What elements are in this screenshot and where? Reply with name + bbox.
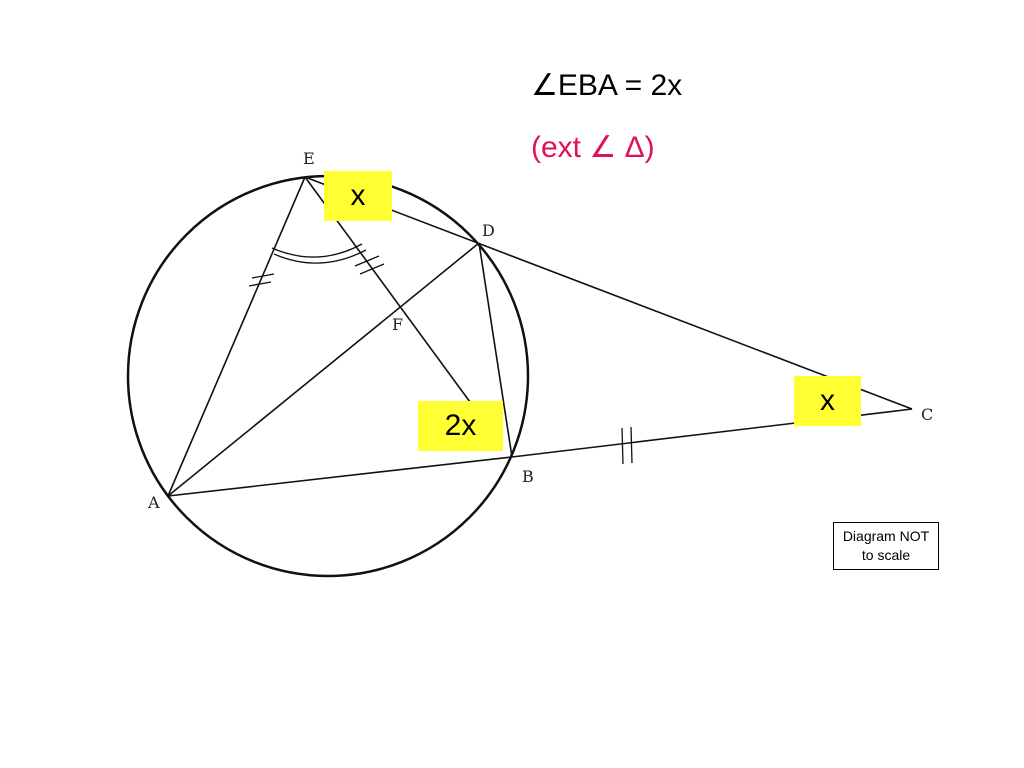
angle-tag-c: x <box>794 376 861 426</box>
scale-note-line-2: to scale <box>861 547 911 563</box>
segment-ec <box>304 176 913 410</box>
angle-statement: ∠EBA = 2x <box>531 69 683 102</box>
tick-ea-1 <box>251 273 275 279</box>
segment-ad <box>167 242 480 497</box>
scale-note-line-1: Diagram NOT <box>842 528 930 544</box>
tick-ea-2 <box>248 281 272 287</box>
label-point-f: F <box>392 315 403 334</box>
tick-ef-2 <box>359 263 385 275</box>
label-point-c: C <box>921 405 933 424</box>
circle <box>126 174 530 578</box>
segment-ab <box>167 456 513 497</box>
label-point-a: A <box>147 493 160 512</box>
angle-tag-e: x <box>324 171 392 221</box>
angle-tag-b: 2x <box>418 401 503 451</box>
tick-bc-2 <box>630 426 633 464</box>
reason-text: (ext ∠ Δ) <box>531 131 655 164</box>
angle-arc-e-outer <box>271 243 363 258</box>
tick-bc-1 <box>621 427 624 465</box>
segment-db <box>478 242 513 458</box>
angle-arc-e-inner <box>273 249 367 264</box>
label-point-e: E <box>303 149 315 168</box>
label-point-b: B <box>522 467 534 486</box>
segment-ea <box>167 176 306 497</box>
tick-ef-1 <box>354 255 380 267</box>
scale-note: Diagram NOT to scale <box>833 522 939 570</box>
label-point-d: D <box>482 221 495 240</box>
